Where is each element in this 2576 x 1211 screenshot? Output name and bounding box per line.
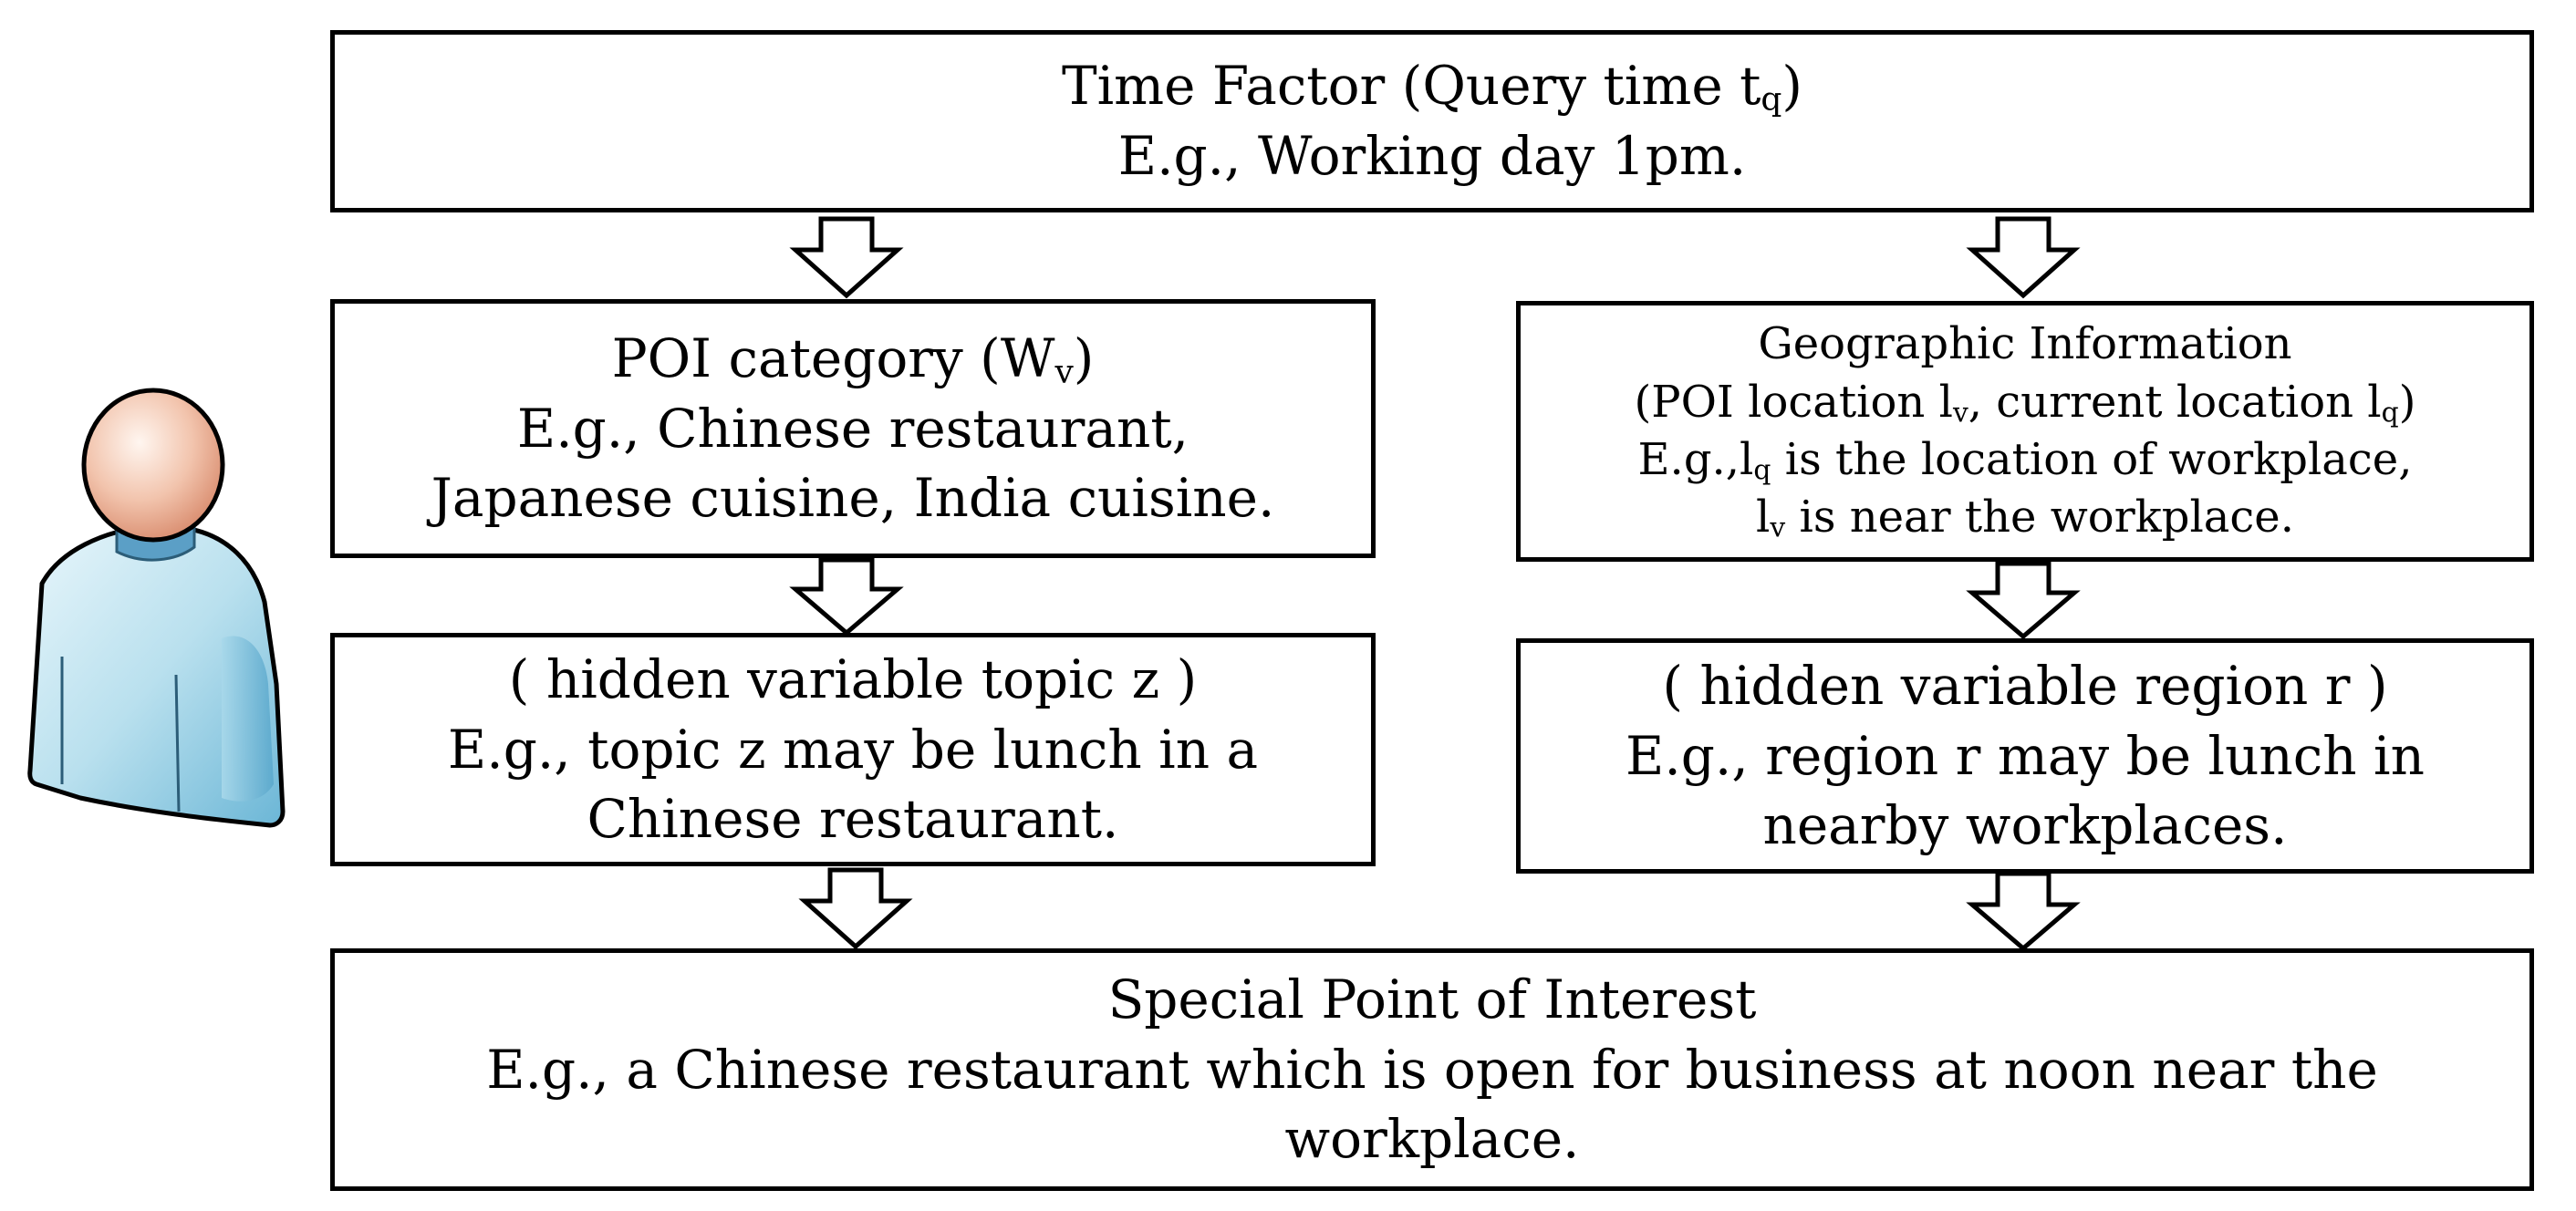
poi-category-example-2: Japanese cuisine, India cuisine. (431, 467, 1275, 530)
down-arrow-icon (789, 216, 904, 299)
geographic-title: Geographic Information (1758, 318, 2292, 370)
down-arrow-icon (798, 867, 913, 950)
poi-category-box: POI category (Wv) E.g., Chinese restaura… (330, 299, 1376, 558)
time-factor-example: E.g., Working day 1pm. (1117, 125, 1747, 187)
down-arrow-icon (789, 557, 904, 637)
geographic-info-box: Geographic Information (POI location lv,… (1516, 301, 2534, 562)
hidden-topic-title: ( hidden variable topic z ) (508, 648, 1198, 711)
special-poi-title: Special Point of Interest (1107, 968, 1757, 1031)
hidden-topic-example-2: Chinese restaurant. (587, 788, 1119, 851)
geographic-example-1: E.g.,lq is the location of workplace, (1637, 434, 2413, 487)
geographic-locations: (POI location lv, current location lq) (1634, 376, 2416, 429)
time-factor-title: Time Factor (Query time tq) (1061, 55, 1803, 119)
hidden-region-example-2: nearby workplaces. (1762, 794, 2288, 857)
special-poi-example-2: workplace. (1284, 1108, 1580, 1171)
special-poi-box: Special Point of Interest E.g., a Chines… (330, 948, 2534, 1191)
poi-category-title: POI category (Wv) (611, 327, 1095, 391)
hidden-region-title: ( hidden variable region r ) (1662, 655, 2388, 718)
down-arrow-icon (1966, 871, 2081, 952)
poi-category-example-1: E.g., Chinese restaurant, (516, 397, 1189, 460)
down-arrow-icon (1966, 561, 2081, 640)
hidden-region-example-1: E.g., region r may be lunch in (1626, 724, 2425, 787)
geographic-example-2: lv is near the workplace. (1756, 492, 2294, 544)
special-poi-example-1: E.g., a Chinese restaurant which is open… (486, 1038, 2378, 1101)
hidden-topic-box: ( hidden variable topic z ) E.g., topic … (330, 633, 1376, 866)
down-arrow-icon (1966, 216, 2081, 299)
hidden-topic-example-1: E.g., topic z may be lunch in a (447, 718, 1259, 781)
user-icon (27, 388, 286, 828)
hidden-region-box: ( hidden variable region r ) E.g., regio… (1516, 638, 2534, 874)
time-factor-box: Time Factor (Query time tq) E.g., Workin… (330, 30, 2534, 212)
